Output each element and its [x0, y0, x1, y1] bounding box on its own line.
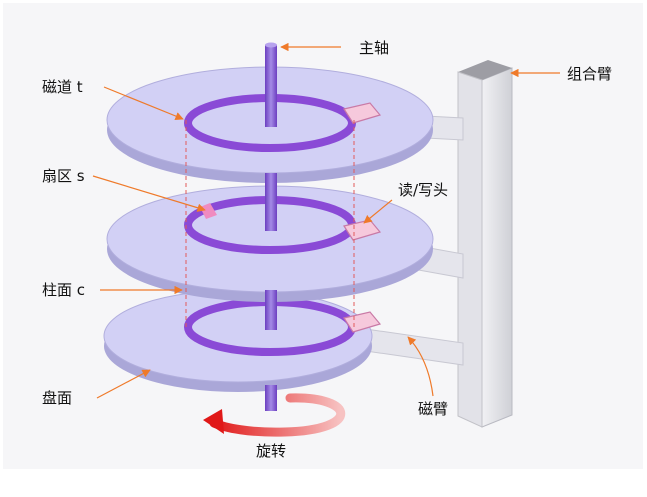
sector-pointer: [92, 175, 206, 212]
label-rw-head: 读/写头: [398, 181, 448, 199]
label-disk-arm: 磁臂: [418, 400, 448, 418]
label-cylinder: 柱面 c: [42, 281, 85, 299]
label-rotation: 旋转: [256, 442, 286, 460]
rw-head-middle: [343, 219, 382, 241]
label-spindle: 主轴: [359, 39, 389, 57]
platter-pointer: [96, 369, 151, 399]
disk-arm-pointer: [407, 336, 434, 397]
label-track: 磁道 t: [42, 78, 83, 96]
track-pointer: [103, 86, 184, 121]
label-combo-arm: 组合臂: [567, 65, 612, 83]
label-sector: 扇区 s: [42, 167, 85, 185]
rw-head-top: [343, 102, 382, 124]
platter-bottom: [103, 289, 464, 392]
combo-arm-pillar: [457, 60, 513, 428]
pointer-arrows: [92, 42, 560, 399]
cylinder-dashed-lines: [185, 120, 355, 330]
rw-head-pointer: [363, 199, 393, 224]
label-platter-surface: 盘面: [42, 389, 72, 407]
rotation-arrow: [203, 393, 346, 437]
rw-head-bottom: [343, 311, 382, 333]
spindle: [265, 42, 277, 411]
